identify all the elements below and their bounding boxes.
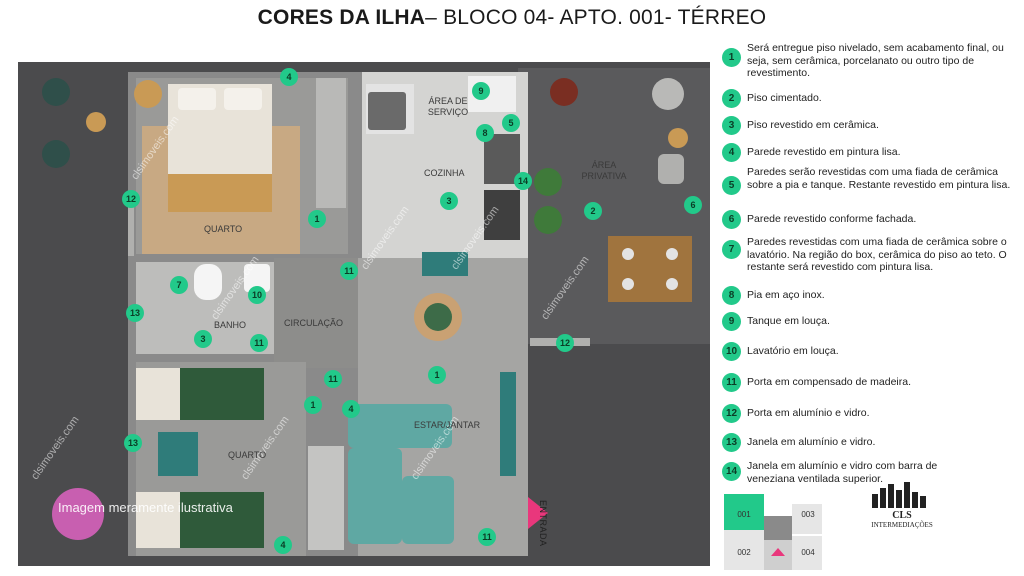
legend-number: 10 [722,342,741,361]
key-plan-drawing [724,494,822,570]
legend-text: Piso cimentado. [747,92,822,104]
legend-text: Tanque em louça. [747,315,830,327]
room-label-circulacao: CIRCULAÇÃO [284,318,344,328]
floor-plan: clsimoveis.com clsimoveis.com clsimoveis… [18,62,710,566]
floor-plan-drawing [18,62,710,566]
legend-number: 6 [722,210,741,229]
key-plan-unit: 002 [737,548,751,557]
legend-number: 11 [722,373,741,392]
logo-icon [872,482,926,508]
plan-marker: 8 [476,124,494,142]
plan-marker: 3 [194,330,212,348]
legend-text: Lavatório em louça. [747,345,839,357]
legend-number: 8 [722,286,741,305]
room-label-banho: BANHO [214,320,247,330]
legend-text: Será entregue piso nivelado, sem acabame… [747,42,1004,79]
key-plan-unit: 003 [801,510,815,519]
illustrative-caption: Imagem meramente ilustrativa [58,500,233,515]
plan-marker: 11 [340,262,358,280]
room-label-quarto-bottom: QUARTO [228,450,267,460]
legend-number: 12 [722,404,741,423]
plan-marker: 10 [248,286,266,304]
key-plan: 001 003 002 004 [724,494,824,572]
legend-text: Janela em alumínio e vidro com barra de … [747,460,938,485]
plan-marker: 4 [280,68,298,86]
plan-marker: 12 [122,190,140,208]
entrance-label: ENTRADA [538,500,548,547]
plan-marker: 13 [126,304,144,322]
plan-marker: 3 [440,192,458,210]
plan-marker: 14 [514,172,532,190]
legend-number: 3 [722,116,741,135]
legend-number: 13 [722,433,741,452]
plan-marker: 4 [274,536,292,554]
legend-number: 9 [722,312,741,331]
plan-marker: 11 [478,528,496,546]
logo-text: CLS INTERMEDIAÇÕES [871,510,933,529]
plan-marker: 4 [342,400,360,418]
legend-text: Parede revestido conforme fachada. [747,213,917,225]
legend-text: Paredes serão revestidas com uma fiada d… [747,166,1011,191]
page-title: CORES DA ILHA– BLOCO 04- APTO. 001- TÉRR… [257,6,767,29]
legend-text: Parede revestido em pintura lisa. [747,146,901,158]
legend-text: Piso revestido em cerâmica. [747,119,879,131]
legend-text: Paredes revestidas com uma fiada de cerâ… [747,236,1007,273]
legend-number: 4 [722,143,741,162]
plan-marker: 1 [304,396,322,414]
plan-marker: 7 [170,276,188,294]
room-label-cozinha: COZINHA [424,168,465,178]
plan-marker: 2 [584,202,602,220]
plan-marker: 6 [684,196,702,214]
plan-marker: 1 [428,366,446,384]
legend-text: Porta em compensado de madeira. [747,376,912,388]
plan-marker: 9 [472,82,490,100]
company-logo [862,480,942,520]
legend-text: Janela em alumínio e vidro. [747,436,876,448]
legend-number: 7 [722,240,741,259]
legend-number: 2 [722,89,741,108]
room-label-quarto-top: QUARTO [204,224,243,234]
room-label-area-privativa: ÁREA PRIVATIVA [581,160,627,181]
key-plan-unit: 004 [801,548,815,557]
plan-marker: 12 [556,334,574,352]
legend-number: 5 [722,176,741,195]
legend-text: Pia em aço inox. [747,289,825,301]
room-label-estar-jantar: ESTAR/JANTAR [414,420,481,430]
legend-text: Porta em alumínio e vidro. [747,407,870,419]
plan-marker: 11 [324,370,342,388]
legend-number: 14 [722,462,741,481]
plan-marker: 11 [250,334,268,352]
entrance-arrow-icon [528,497,548,529]
key-plan-unit: 001 [737,510,751,519]
plan-marker: 13 [124,434,142,452]
legend-number: 1 [722,48,741,67]
plan-marker: 1 [308,210,326,228]
plan-marker: 5 [502,114,520,132]
room-label-area-servico: ÁREA DE SERVIÇO [427,96,469,117]
